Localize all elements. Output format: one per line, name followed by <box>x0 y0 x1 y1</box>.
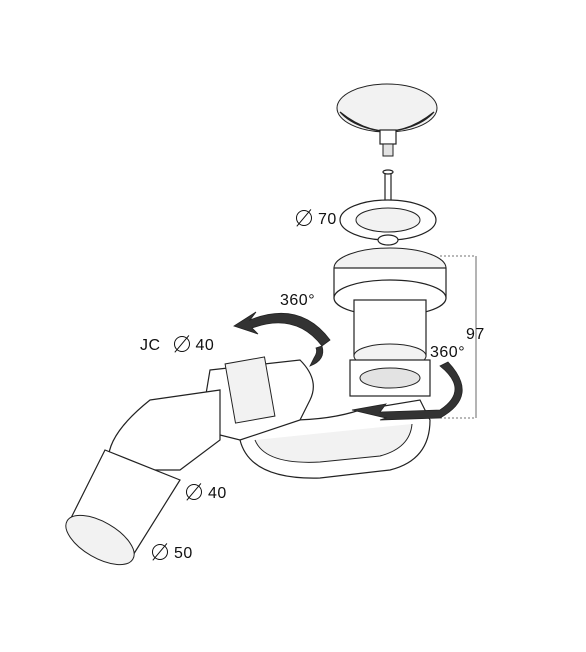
diameter-icon <box>186 484 202 500</box>
diameter-70-value: 70 <box>318 211 337 228</box>
elbow-connector <box>199 356 314 441</box>
outlet-pipe <box>65 389 221 566</box>
rotation-arrow-left <box>233 311 331 367</box>
diameter-70-label: 70 <box>296 210 337 229</box>
rotation-right-label: 360° <box>430 344 466 361</box>
rotation-arrow-right <box>351 361 463 421</box>
flange-ring <box>339 199 437 246</box>
jc-40-value: 40 <box>195 337 215 354</box>
jc-prefix: JC <box>140 337 161 354</box>
diameter-50-label: 50 <box>152 544 193 563</box>
rotation-left-label: 360° <box>280 292 316 309</box>
height-97-label: 97 <box>466 326 485 343</box>
diameter-40-value: 40 <box>208 485 227 502</box>
jc-40-label: JC 40 <box>140 336 214 355</box>
height-dimension <box>440 255 477 419</box>
stopper-cap <box>336 83 438 157</box>
trap-body <box>333 247 447 397</box>
diameter-icon <box>296 210 312 226</box>
diameter-icon <box>152 544 168 560</box>
diameter-icon <box>173 336 190 352</box>
diameter-50-value: 50 <box>174 545 193 562</box>
stopper-stem <box>382 169 394 221</box>
diameter-40-label: 40 <box>186 484 227 503</box>
